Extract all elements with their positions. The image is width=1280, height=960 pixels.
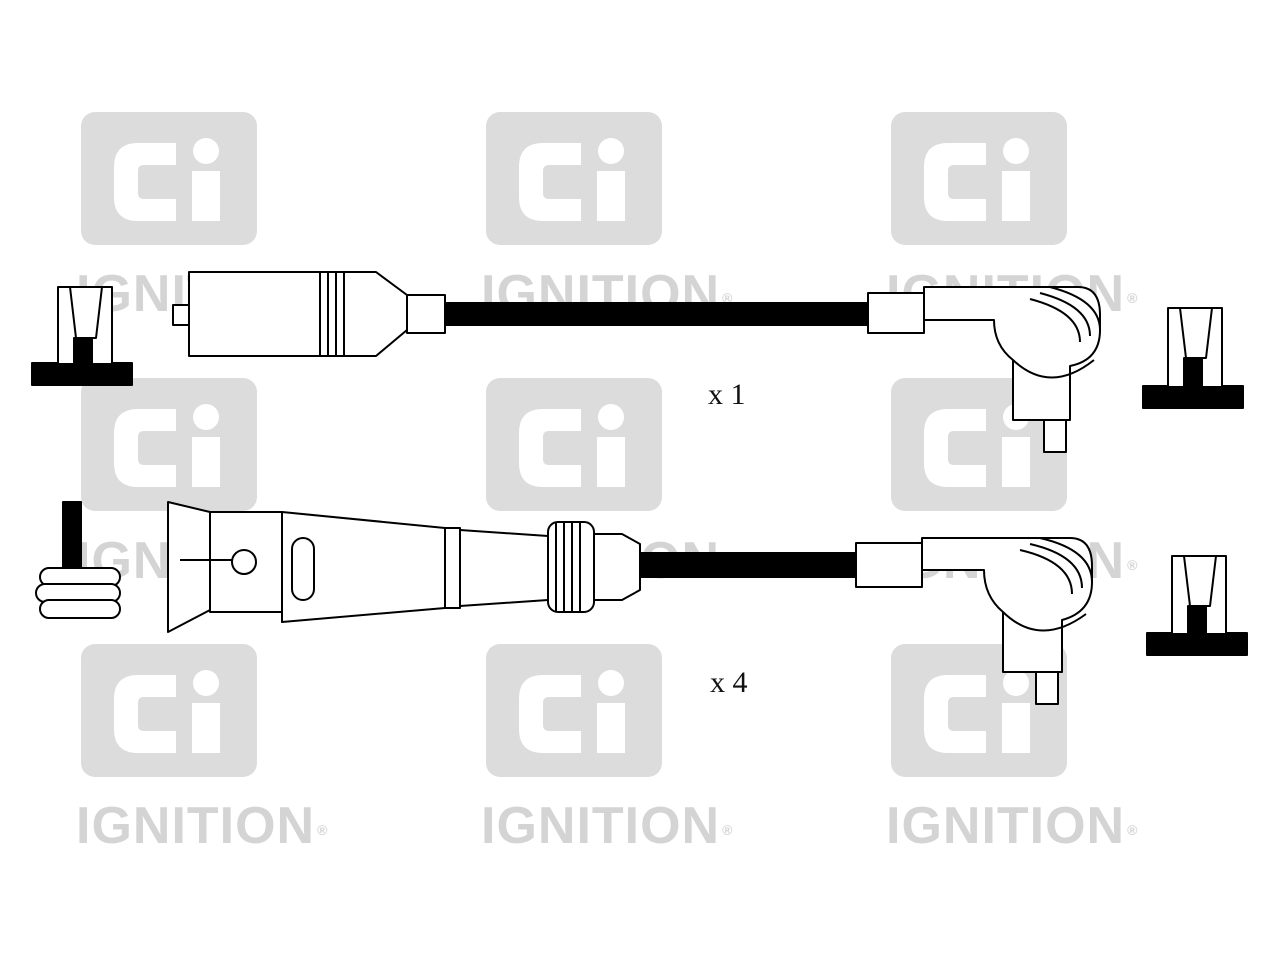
upper-right-terminal: [1142, 307, 1244, 409]
ci-logo-mark: [486, 112, 662, 245]
ci-logo-mark: [891, 112, 1067, 245]
watermark-logo-8: [485, 643, 663, 778]
watermark-text-9: IGNITION®: [886, 797, 1139, 855]
watermark-text-8: IGNITION®: [481, 797, 734, 855]
lower-cable: [639, 552, 857, 578]
ci-logo-mark: [486, 644, 662, 777]
ci-logo-mark: [486, 378, 662, 511]
watermark-logo-2: [485, 111, 663, 246]
lower-right-terminal: [1146, 555, 1248, 656]
upper-left-boot: [172, 271, 446, 357]
watermark-logo-4: [80, 377, 258, 512]
upper-cable: [444, 302, 869, 326]
watermark-logo-5: [485, 377, 663, 512]
lower-left-plug-terminal: [35, 501, 121, 619]
upper-left-terminal: [31, 286, 133, 386]
upper-lead-quantity: x 1: [708, 378, 746, 411]
watermark-text-7: IGNITION®: [76, 797, 329, 855]
watermark-logo-3: [890, 111, 1068, 246]
watermark-logo-9: [890, 643, 1068, 778]
ci-logo-mark: [81, 112, 257, 245]
lower-right-boot: [855, 537, 1093, 705]
upper-right-boot: [867, 286, 1101, 453]
ci-logo-mark: [891, 644, 1067, 777]
lower-left-plug-cap: [167, 501, 641, 633]
watermark-logo-7: [80, 643, 258, 778]
ci-logo-mark: [81, 644, 257, 777]
watermark-logo-1: [80, 111, 258, 246]
ci-logo-mark: [81, 378, 257, 511]
lower-lead-quantity: x 4: [710, 666, 748, 699]
